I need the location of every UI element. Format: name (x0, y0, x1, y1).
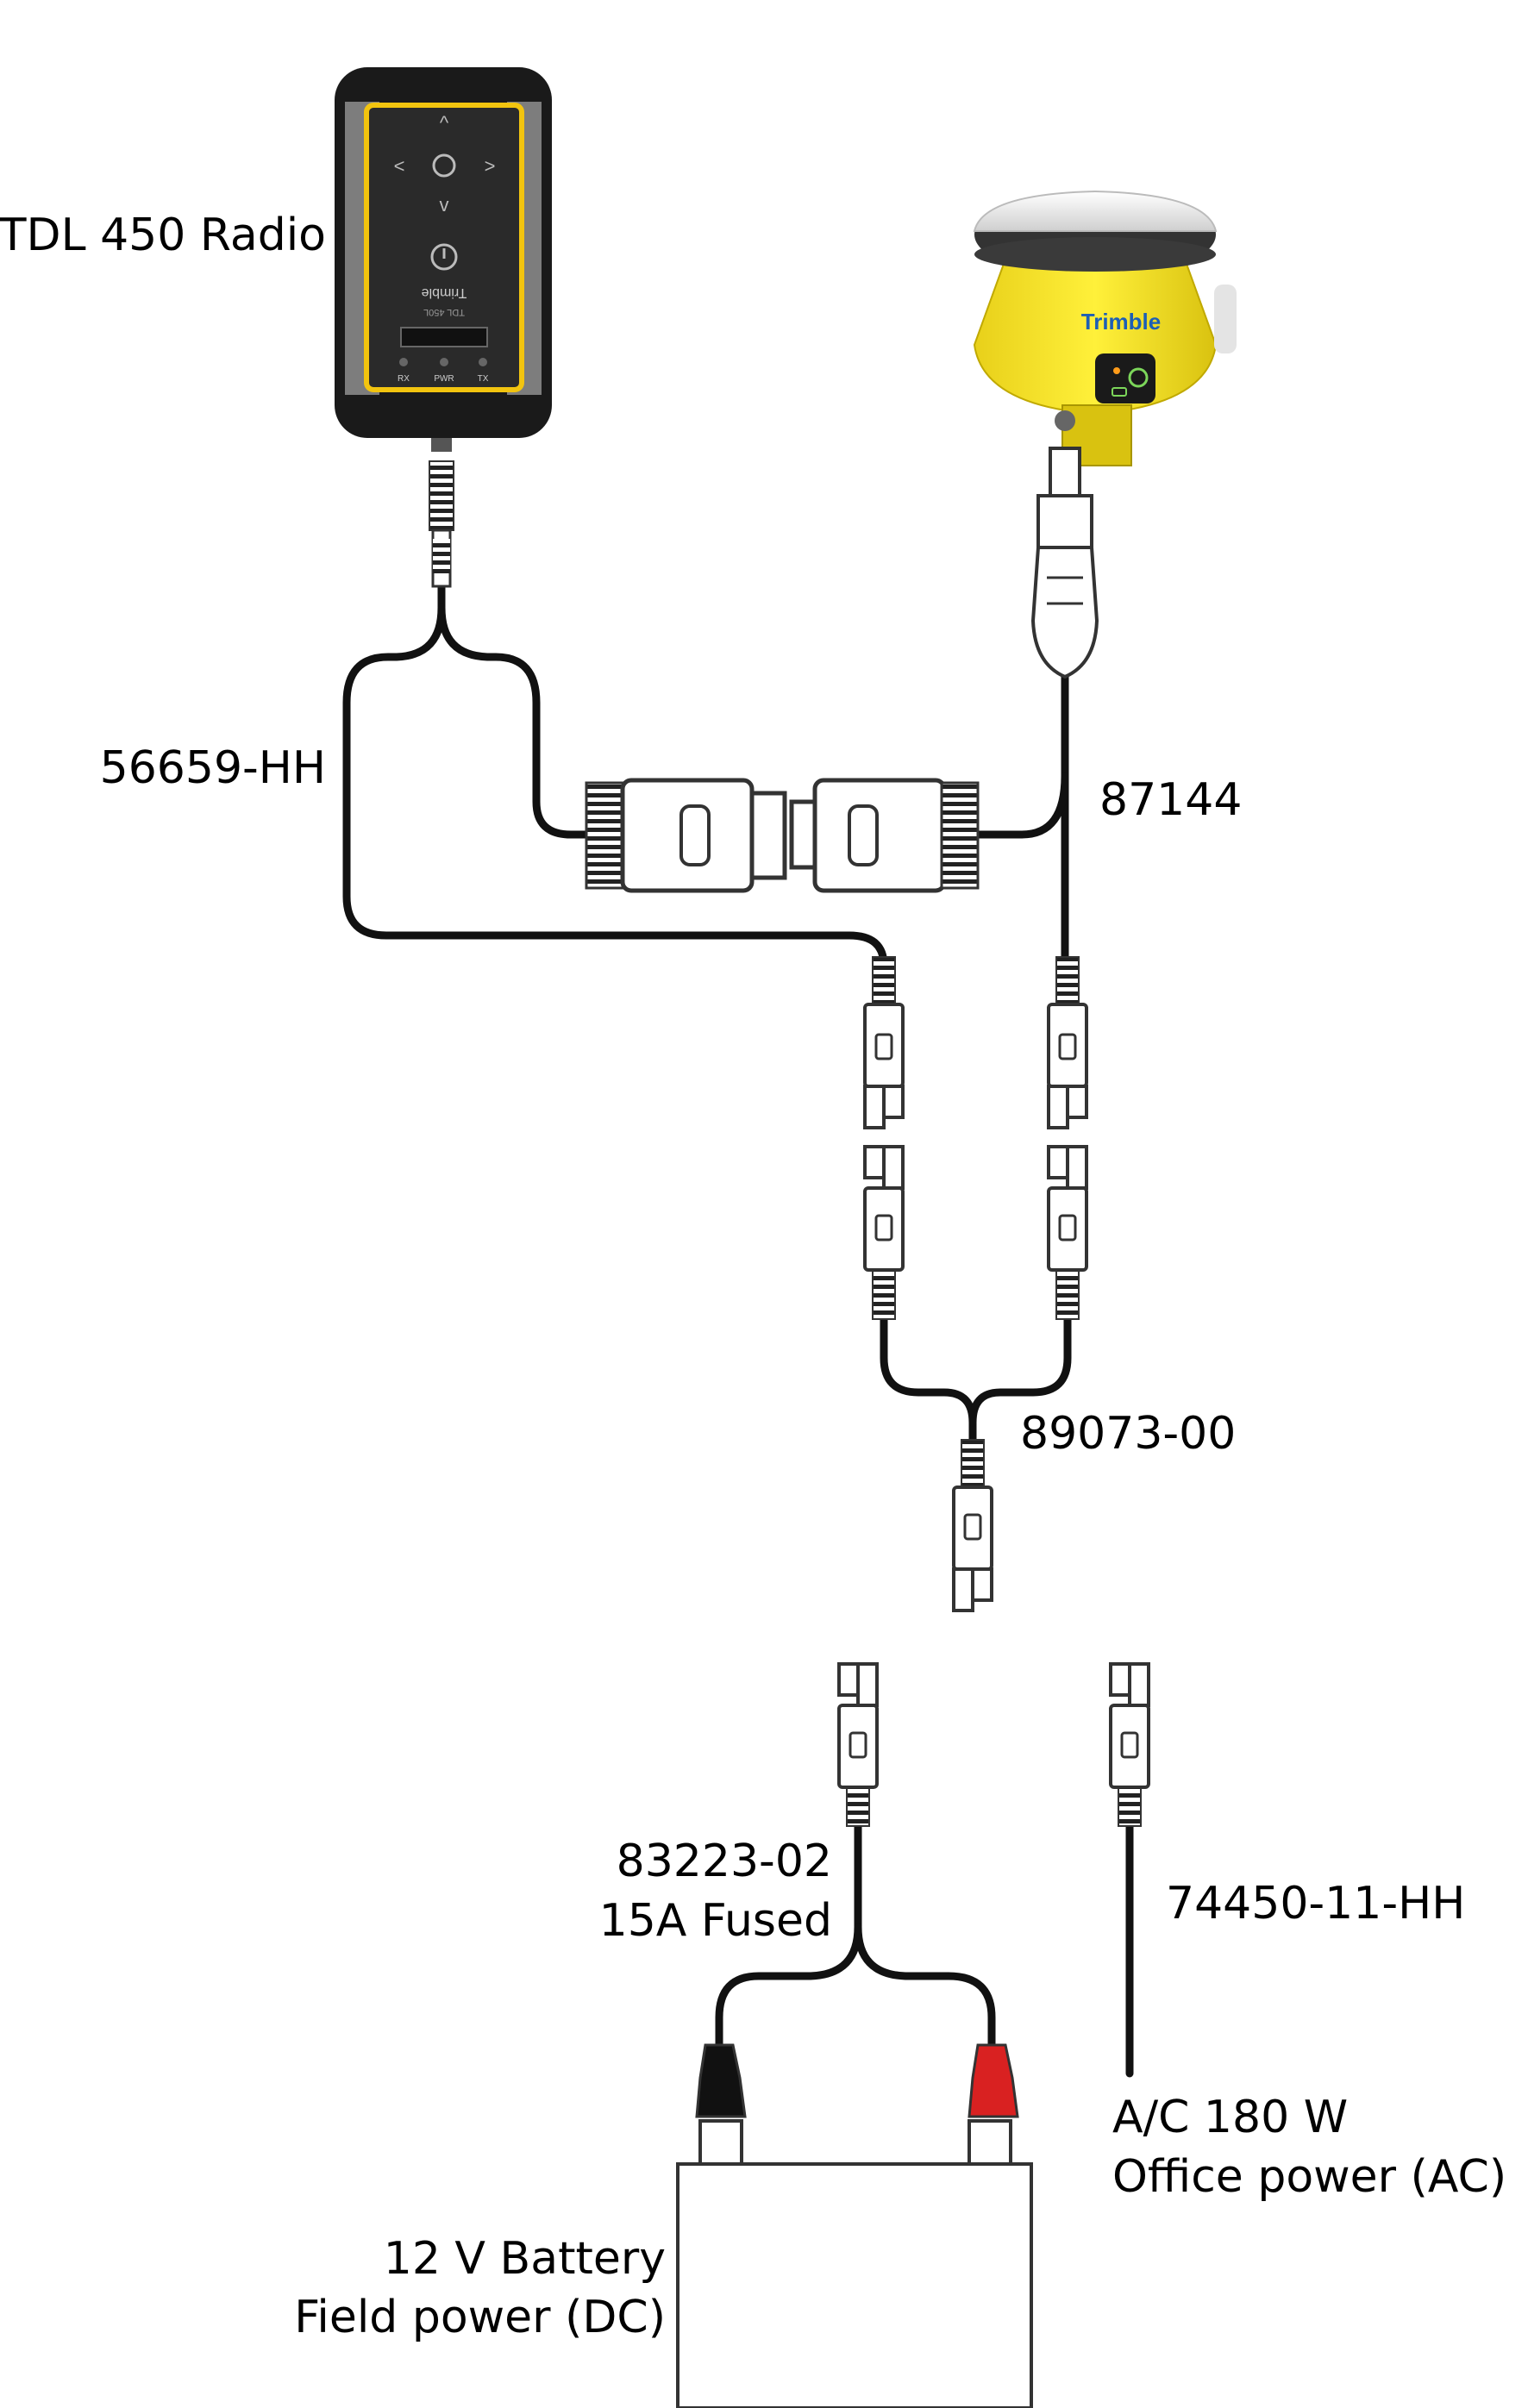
label-battery-line1: 12 V Battery (384, 2233, 666, 2285)
cable-83223-pos (854, 1923, 996, 2049)
clamp-negative (695, 2043, 747, 2118)
svg-text:v: v (440, 194, 449, 216)
radio-model: TDL 450L (423, 307, 465, 317)
sae-connector-83223 (837, 1662, 879, 1827)
label-cable-56659: 56659-HH (100, 742, 326, 794)
db9-connector-right (789, 778, 980, 893)
receiver-brand: Trimble (1081, 309, 1161, 335)
label-cable-89073: 89073-00 (1020, 1408, 1236, 1460)
cable-56659-hh-right (437, 604, 599, 839)
db9-connector-left (585, 778, 787, 893)
cable-87144-branch (970, 772, 1069, 839)
label-radio: TDL 450 Radio (0, 210, 326, 261)
cable-83223-neg (715, 1923, 862, 2049)
svg-text:<: < (394, 155, 405, 177)
sae-connector-74450 (1109, 1662, 1150, 1827)
svg-text:^: ^ (440, 112, 449, 134)
label-ac-line1: A/C 180 W (1112, 2092, 1348, 2143)
gnss-receiver: Trimble (973, 190, 1237, 679)
label-cable-74450: 74450-11-HH (1166, 1878, 1465, 1930)
sae-connector-89073-input (952, 1439, 993, 1612)
radio-brand: Trimble (422, 285, 467, 300)
label-cable-83223-line1: 83223-02 (617, 1836, 832, 1887)
radio-led-pwr: PWR (434, 374, 454, 384)
clamp-positive (968, 2043, 1019, 2118)
cable-56659-hh-left (342, 604, 888, 970)
cables (342, 582, 1134, 2078)
radio-led-tx: TX (478, 374, 489, 384)
label-cable-87144: 87144 (1099, 774, 1242, 826)
receiver-power-icon (1128, 367, 1149, 388)
cable-89073-left (880, 1315, 977, 1444)
power-icon (430, 243, 458, 271)
svg-text:>: > (485, 155, 496, 177)
label-cable-83223-line2: 15A Fused (599, 1895, 832, 1947)
sae-connector-87144-end (1047, 956, 1088, 1129)
radio-led-rx: RX (398, 374, 410, 384)
tdl-450-radio: ^ v < > Trimble TDL 450L RX PWR TX (335, 67, 552, 588)
sae-connector-89073-right (1047, 1145, 1088, 1320)
battery-12v (676, 2043, 1033, 2408)
cable-89073-right (968, 1315, 1072, 1427)
sae-connector-56659-end (863, 956, 905, 1129)
sae-connector-89073-left (863, 1145, 905, 1320)
label-ac-line2: Office power (AC) (1112, 2151, 1506, 2203)
label-battery-line2: Field power (DC) (294, 2292, 666, 2343)
